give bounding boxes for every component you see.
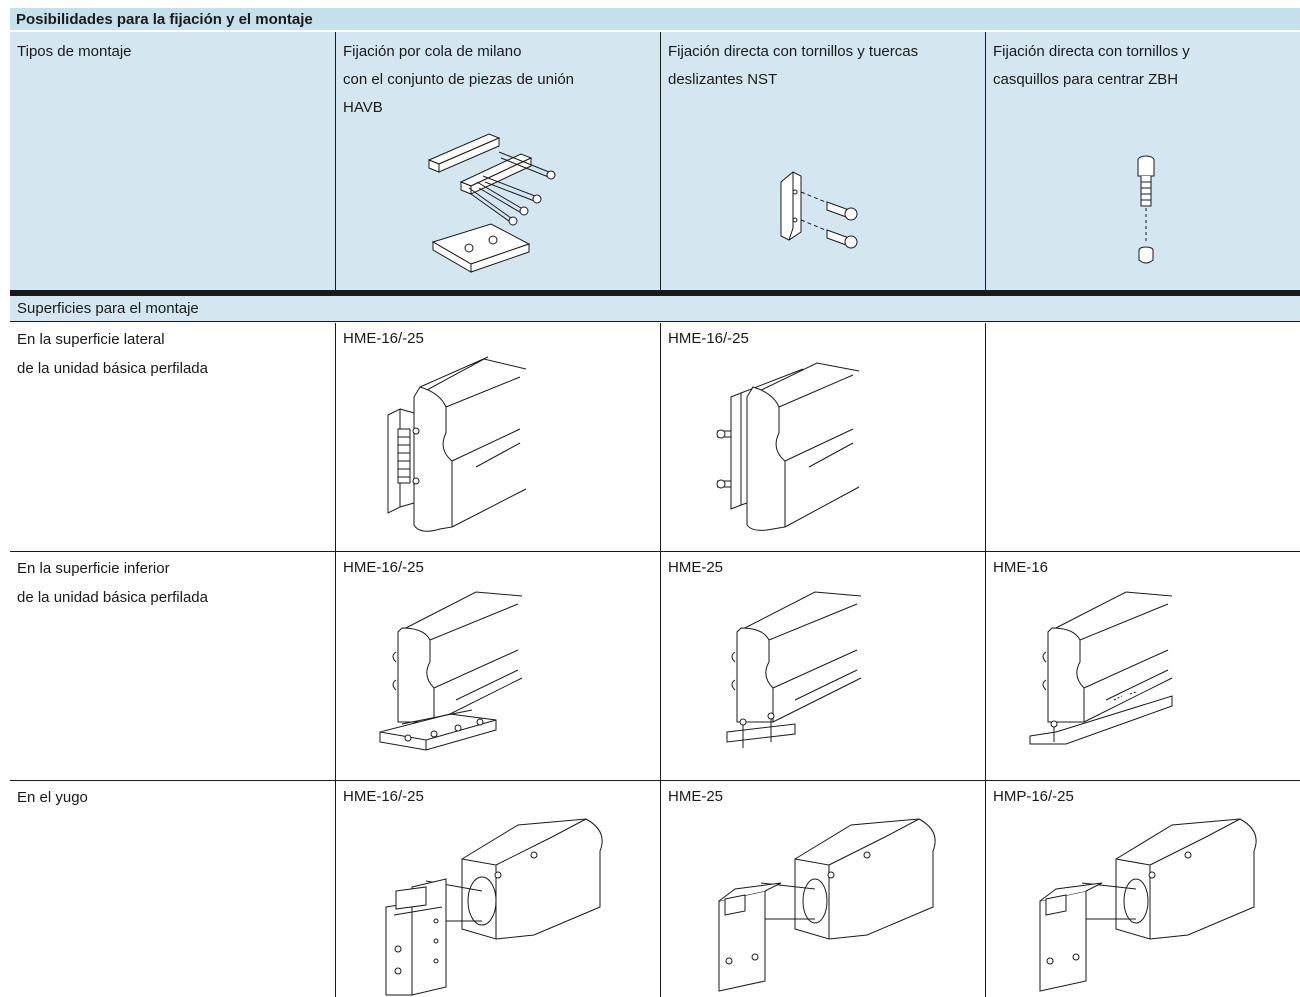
slot-nut-screws-icon (771, 152, 871, 262)
bottom-mount-dovetail-icon (376, 582, 526, 762)
table-cell (986, 323, 1300, 551)
dovetail-mounting-kit-icon (421, 132, 571, 272)
header-col-line: Fijación por cola de milano (343, 43, 522, 60)
column-divider (660, 552, 661, 780)
yoke-mount-centring-icon (1036, 811, 1266, 991)
header-col-slot-nut: Fijación directa con tornillos y tuercas… (661, 32, 985, 290)
table-cell: HME-16/-25 (661, 323, 985, 551)
row-label: En la superficie lateral de la unidad bá… (10, 323, 335, 551)
table-cell: HME-25 (661, 552, 985, 780)
row-label: En la superficie inferior de la unidad b… (10, 552, 335, 780)
table-cell: HMP-16/-25 (986, 781, 1300, 997)
column-divider (985, 781, 986, 997)
yoke-mount-slot-nut-icon (715, 811, 945, 991)
header-col-line: casquillos para centrar ZBH (993, 71, 1179, 88)
table-cell: HME-16/-25 (336, 323, 660, 551)
column-divider (660, 781, 661, 997)
header-col-dovetail: Fijación por cola de milano con el conju… (336, 32, 660, 290)
mounting-options-table: Posibilidades para la fijación y el mont… (10, 8, 1300, 997)
column-divider (985, 32, 986, 290)
row-label-line: En la superficie lateral (17, 331, 165, 348)
table-title: Posibilidades para la fijación y el mont… (10, 8, 1300, 31)
bottom-mount-centring-icon (1026, 582, 1176, 762)
table-cell: HME-16/-25 (336, 781, 660, 997)
table-cell: HME-16/-25 (336, 552, 660, 780)
column-divider (335, 781, 336, 997)
table-row: En la superficie inferior de la unidad b… (10, 552, 1300, 781)
model-label: HME-16/-25 (668, 330, 749, 347)
header-col-line: Fijación directa con tornillos y tuercas (668, 43, 919, 60)
column-divider (660, 32, 661, 290)
column-divider (335, 552, 336, 780)
model-label: HME-16/-25 (343, 559, 424, 576)
side-mount-slot-nut-icon (713, 357, 863, 537)
header-col-centring: Fijación directa con tornillos y casquil… (986, 32, 1300, 290)
column-divider (335, 323, 336, 551)
column-divider (335, 32, 336, 290)
header-label-cell: Tipos de montaje (10, 32, 335, 290)
column-divider (985, 552, 986, 780)
model-label: HMP-16/-25 (993, 788, 1074, 805)
table-cell: HME-16 (986, 552, 1300, 780)
side-mount-dovetail-icon (380, 357, 530, 537)
table-row: En el yugo HME-16/-25 (10, 781, 1300, 997)
section-divider (10, 290, 1300, 296)
screw-centring-sleeve-icon (1126, 152, 1166, 272)
row-label: En el yugo (10, 781, 335, 997)
model-label: HME-16/-25 (343, 788, 424, 805)
model-label: HME-16/-25 (343, 330, 424, 347)
row-label-line: En la superficie inferior (17, 560, 170, 577)
header-col-line: HAVB (343, 99, 383, 116)
model-label: HME-16 (993, 559, 1049, 576)
table-row: En la superficie lateral de la unidad bá… (10, 323, 1300, 552)
section-label: Superficies para el montaje (10, 296, 1300, 322)
header-col-line: con el conjunto de piezas de unión (343, 71, 575, 88)
model-label: HME-25 (668, 788, 724, 805)
column-divider (985, 323, 986, 551)
model-label: HME-25 (668, 559, 724, 576)
column-divider (660, 323, 661, 551)
yoke-mount-dovetail-icon (386, 811, 616, 991)
header-col-line: deslizantes NST (668, 71, 778, 88)
row-label-line: de la unidad básica perfilada (17, 360, 208, 377)
bottom-mount-slot-nut-icon (715, 582, 865, 748)
header-col-line: Fijación directa con tornillos y (993, 43, 1190, 60)
table-cell: HME-25 (661, 781, 985, 997)
header-row: Tipos de montaje Fijación por cola de mi… (10, 32, 1300, 290)
row-label-line: En el yugo (17, 789, 88, 806)
header-label: Tipos de montaje (17, 43, 132, 60)
row-label-line: de la unidad básica perfilada (17, 589, 208, 606)
